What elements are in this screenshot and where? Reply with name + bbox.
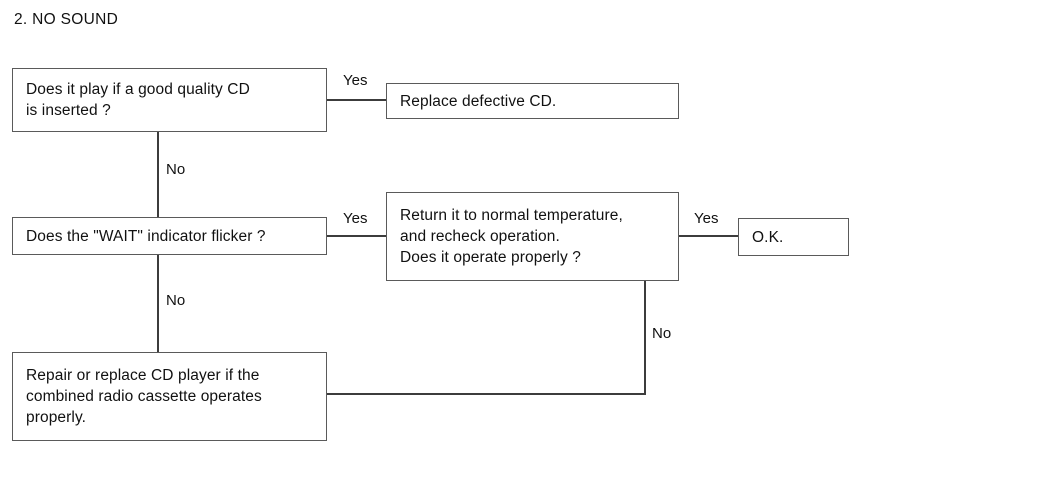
node-cd-quality: Does it play if a good quality CD is ins… [12,68,327,132]
edge-label-yes-3: Yes [694,210,719,227]
node-ok-text: O.K. [752,228,784,246]
edge-label-no-1: No [166,161,186,178]
node-ok: O.K. [738,218,849,256]
edge-no-3-line [327,281,646,395]
edge-label-no-2: No [166,292,186,309]
node-repair: Repair or replace CD player if the combi… [12,352,327,441]
node-replace-cd: Replace defective CD. [386,83,679,119]
node-replace-cd-text: Replace defective CD. [400,92,557,110]
node-repair-text: Repair or replace CD player if the combi… [26,367,262,426]
node-cd-quality-text: Does it play if a good quality CD is ins… [26,81,250,119]
node-temperature-text: Return it to normal temperature, and rec… [400,207,623,266]
node-wait-flicker: Does the "WAIT" indicator flicker ? [12,217,327,255]
edge-label-yes-2: Yes [343,210,368,227]
node-temperature: Return it to normal temperature, and rec… [386,192,679,281]
node-wait-flicker-text: Does the "WAIT" indicator flicker ? [26,227,266,245]
edge-label-no-3: No [652,325,672,342]
page-title: 2. NO SOUND [14,11,119,28]
edge-label-yes-1: Yes [343,72,368,89]
